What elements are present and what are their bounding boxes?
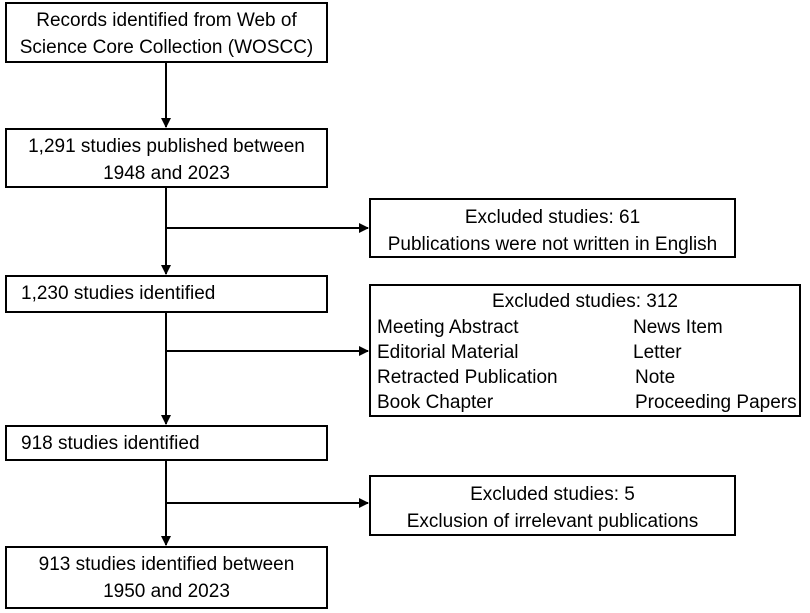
box-1230-studies: 1,230 studies identified bbox=[5, 275, 328, 313]
box-913-studies: 913 studies identified between 1950 and … bbox=[5, 546, 328, 609]
box-918-line-1: 918 studies identified bbox=[21, 433, 200, 454]
exclusion-61-reason: Publications were not written in English bbox=[387, 234, 718, 255]
box-records-line-1: Records identified from Web of bbox=[36, 10, 297, 31]
box-records-line-2: Science Core Collection (WOSCC) bbox=[19, 37, 314, 58]
category-proceeding-papers: Proceeding Papers bbox=[635, 392, 797, 413]
box-exclusion-61: Excluded studies: 61 Publications were n… bbox=[369, 198, 736, 258]
category-meeting-abstract: Meeting Abstract bbox=[377, 317, 519, 338]
box-913-line-1: 913 studies identified between bbox=[38, 554, 295, 575]
exclusion-5-reason: Exclusion of irrelevant publications bbox=[406, 511, 699, 532]
exclusion-5-title: Excluded studies: 5 bbox=[470, 484, 635, 505]
category-editorial-material: Editorial Material bbox=[377, 342, 519, 363]
box-records-identified: Records identified from Web of Science C… bbox=[5, 2, 328, 63]
box-exclusion-312: Excluded studies: 312 Meeting Abstract N… bbox=[369, 284, 801, 417]
category-note: Note bbox=[635, 367, 676, 388]
box-exclusion-5: Excluded studies: 5 Exclusion of irrelev… bbox=[369, 475, 736, 536]
box-913-line-2: 1950 and 2023 bbox=[103, 581, 230, 602]
box-1291-line-2: 1948 and 2023 bbox=[103, 163, 230, 184]
exclusion-312-title: Excluded studies: 312 bbox=[492, 291, 678, 312]
box-1230-line-1: 1,230 studies identified bbox=[21, 283, 216, 304]
box-1291-line-1: 1,291 studies published between bbox=[28, 136, 305, 157]
category-retracted-publication: Retracted Publication bbox=[377, 367, 558, 388]
box-918-studies: 918 studies identified bbox=[5, 425, 328, 461]
category-news-item: News Item bbox=[633, 317, 723, 338]
category-letter: Letter bbox=[633, 342, 682, 363]
exclusion-61-title: Excluded studies: 61 bbox=[464, 207, 641, 228]
box-1291-studies: 1,291 studies published between 1948 and… bbox=[5, 128, 328, 188]
category-book-chapter: Book Chapter bbox=[377, 392, 494, 413]
